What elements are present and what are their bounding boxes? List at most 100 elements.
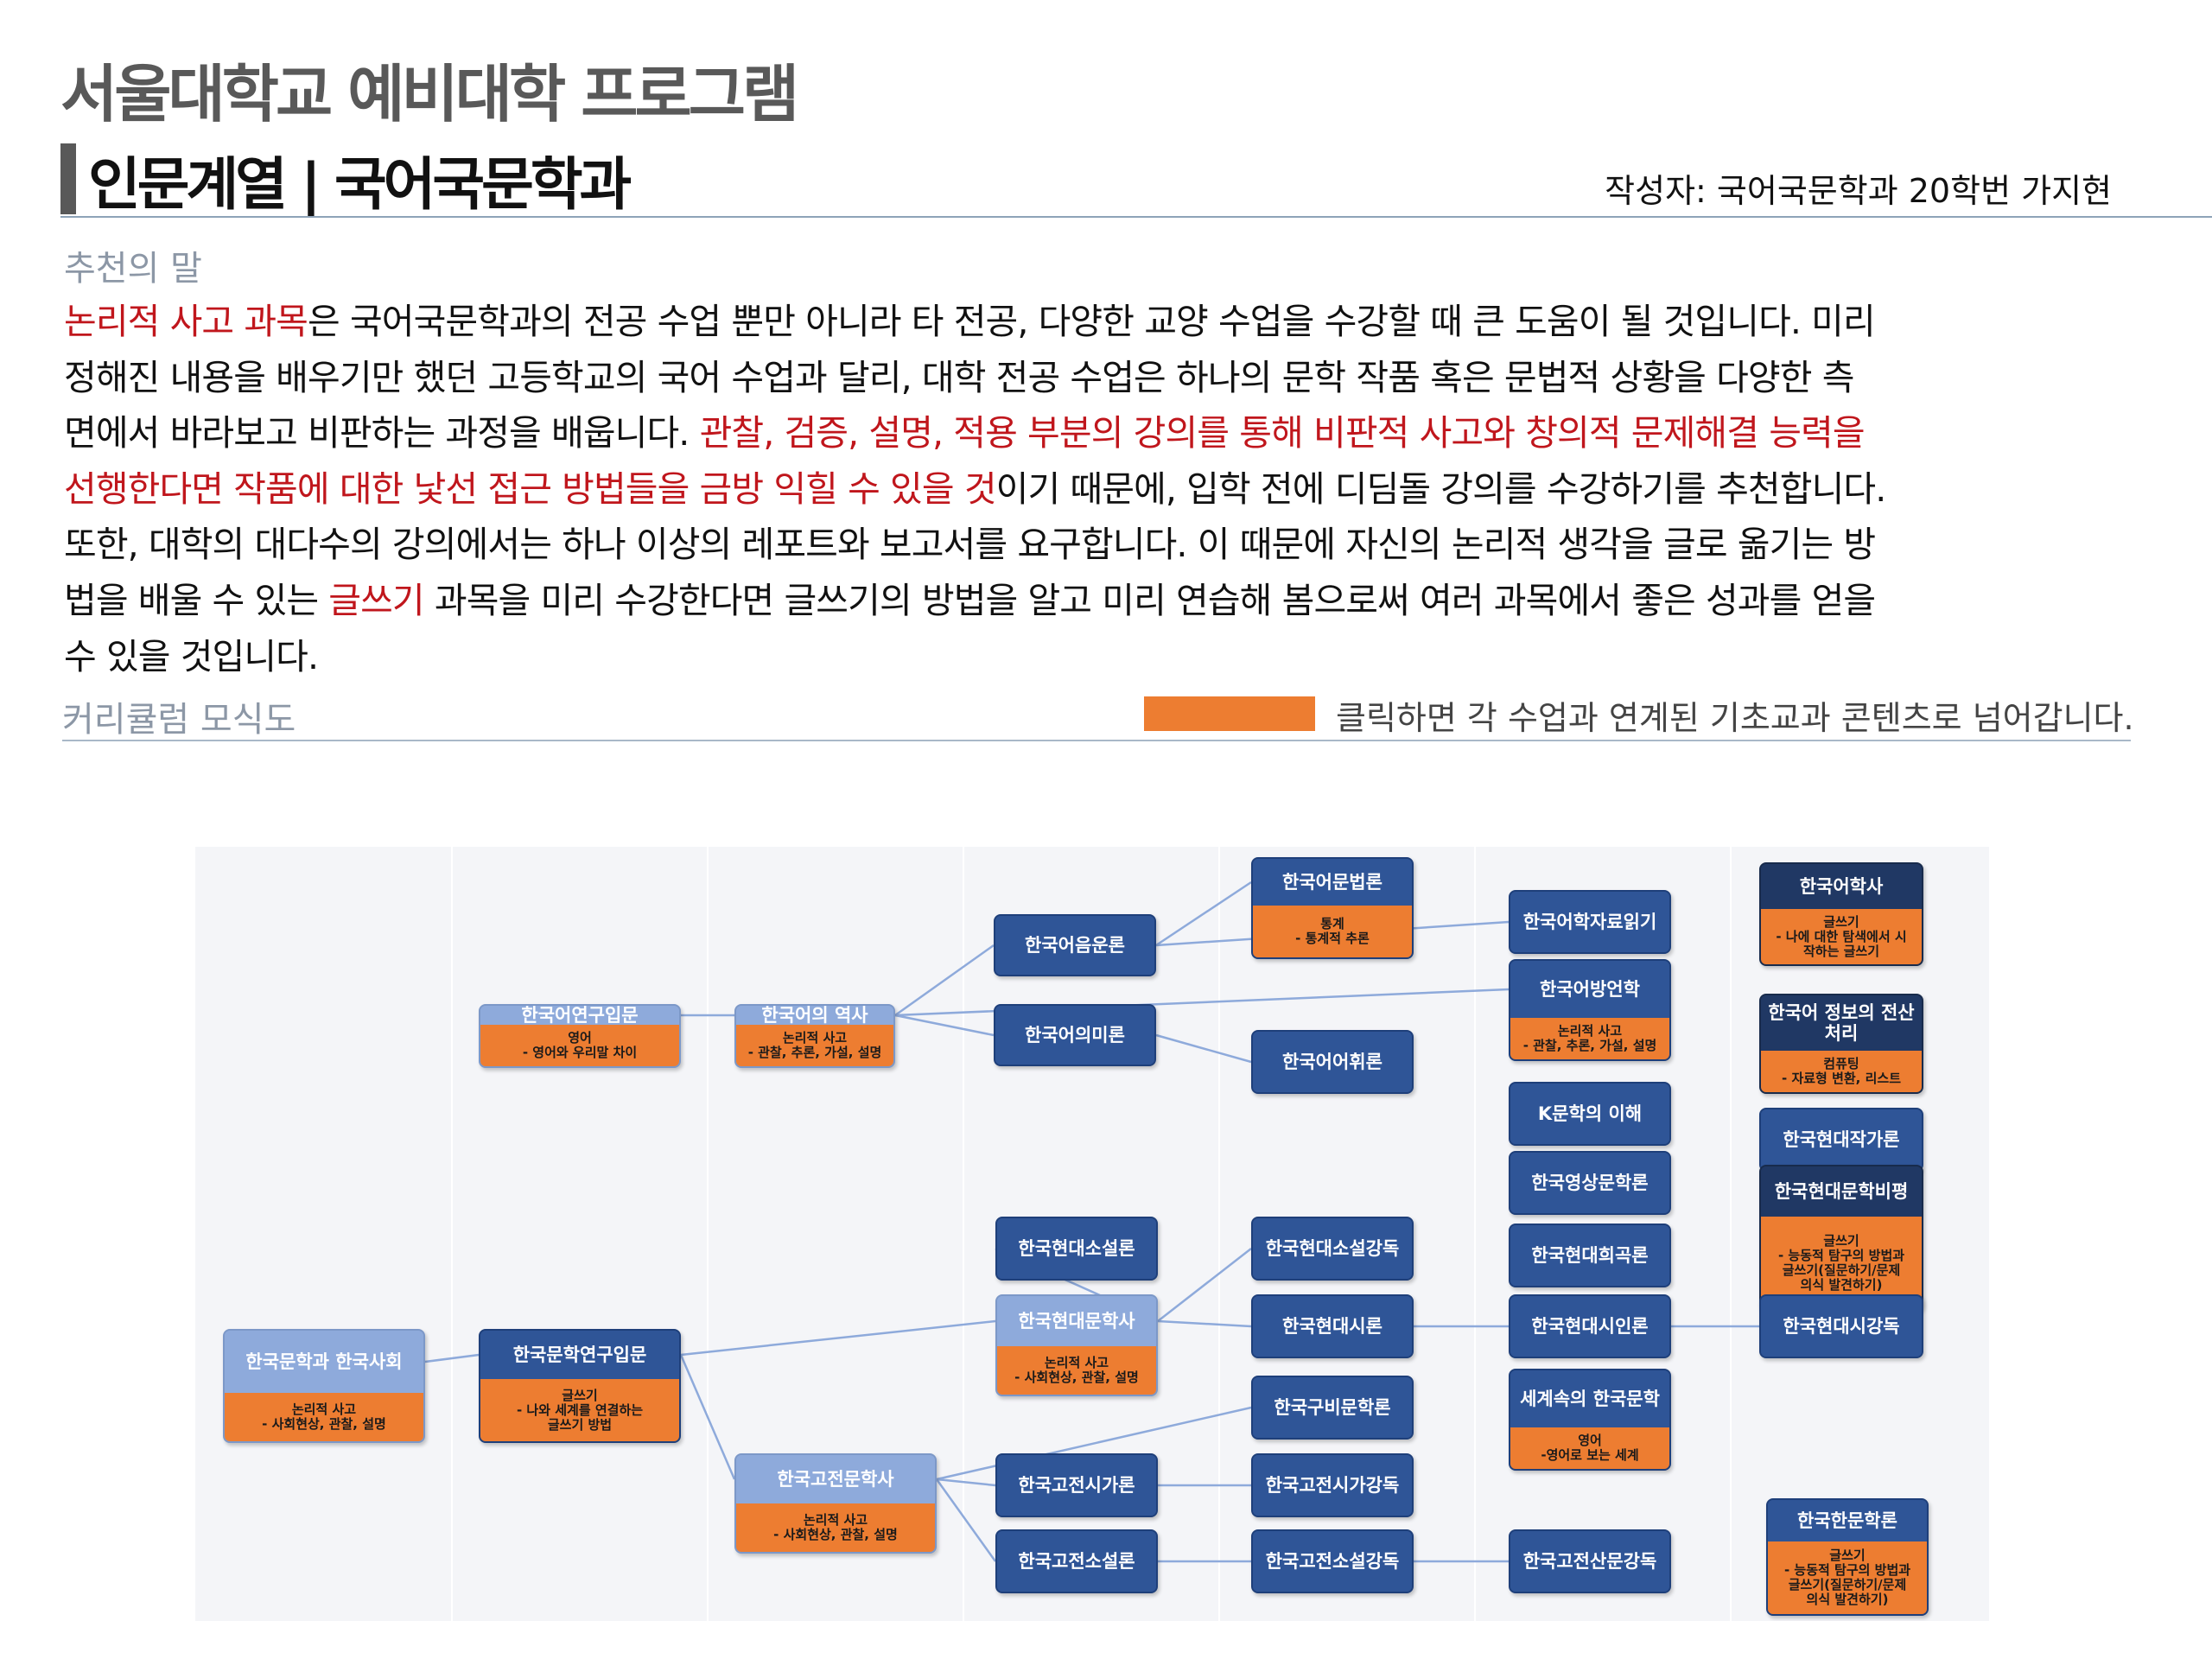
linked-foundation-course[interactable]: 논리적 사고- 사회현상, 관찰, 설명 [225, 1393, 423, 1441]
course-title: 한국고전시가강독 [1253, 1455, 1412, 1516]
course-title: 한국현대소설강독 [1253, 1218, 1412, 1279]
course-node[interactable]: 한국현대작가론 [1759, 1108, 1923, 1172]
recommendation-line: 면에서 바라보고 비판하는 과정을 배웁니다. 관찰, 검증, 설명, 적용 부… [64, 405, 2172, 461]
linked-foundation-course[interactable]: 논리적 사고- 사회현상, 관찰, 설명 [997, 1346, 1156, 1395]
foundation-course-line: - 능동적 탐구의 방법과 [1777, 1248, 1905, 1263]
body-text: 과목을 미리 수강한다면 글쓰기의 방법을 알고 미리 연습해 봄으로써 여러 … [423, 579, 1876, 621]
course-node[interactable]: 한국현대시론 [1251, 1294, 1414, 1358]
diagram-link [894, 988, 1510, 1017]
foundation-course-line: 글쓰기 방법 [547, 1416, 613, 1433]
course-node[interactable]: 한국어의미론 [994, 1004, 1156, 1066]
column-separator [1218, 847, 1220, 1621]
linked-foundation-course[interactable]: 논리적 사고- 관찰, 추론, 가설, 설명 [1510, 1018, 1669, 1059]
course-title: 한국고전소설론 [997, 1531, 1156, 1592]
course-node[interactable]: 한국고전산문강독 [1509, 1529, 1671, 1593]
highlighted-phrase: 글쓰기 [328, 579, 424, 621]
course-title: 한국어의미론 [995, 1006, 1154, 1065]
foundation-course-line: 논리적 사고 [1557, 1023, 1623, 1039]
page-subtitle: 인문계열 | 국어국문학과 [88, 151, 632, 218]
foundation-course-line: 통계 [1320, 916, 1344, 931]
page-title: 서울대학교 예비대학 프로그램 [60, 58, 799, 130]
linked-foundation-course[interactable]: 컴퓨팅- 자료형 변환, 리스트 [1761, 1051, 1922, 1092]
column-separator [963, 847, 964, 1621]
foundation-course-line: 글쓰기(질문하기/문제 [1782, 1262, 1901, 1278]
course-node[interactable]: 한국고전시가론 [995, 1453, 1158, 1517]
course-node[interactable]: 한국어어휘론 [1251, 1030, 1414, 1094]
course-title: 한국어어휘론 [1253, 1032, 1412, 1092]
course-node[interactable]: 한국고전소설론 [995, 1529, 1158, 1593]
body-text: 면에서 바라보고 비판하는 과정을 배웁니다. [64, 412, 700, 454]
highlighted-phrase: 관찰, 검증, 설명, 적용 부분의 강의를 통해 비판적 사고와 창의적 문제… [699, 412, 1866, 454]
body-text: 수 있을 것입니다. [64, 635, 319, 677]
foundation-course-line: 글쓰기 [1823, 913, 1859, 930]
course-node[interactable]: 한국고전시가강독 [1251, 1453, 1414, 1517]
course-node[interactable]: 한국고전소설강독 [1251, 1529, 1414, 1593]
course-node[interactable]: 한국현대시강독 [1759, 1294, 1923, 1358]
course-node[interactable]: 한국구비문학론 [1251, 1376, 1414, 1440]
course-node[interactable]: 한국어음운론 [994, 914, 1156, 976]
course-title: 한국현대문학비평 [1761, 1166, 1922, 1217]
diagram-link [894, 944, 995, 1017]
foundation-course-line: 의식 발견하기) [1800, 1277, 1883, 1293]
foundation-course-line: 작하는 글쓰기 [1802, 943, 1880, 959]
course-title: 한국한문학론 [1768, 1500, 1927, 1541]
course-title: 한국어 정보의 전산처리 [1761, 995, 1922, 1051]
course-title: 한국현대문학사 [997, 1296, 1156, 1346]
course-node[interactable]: 한국현대소설강독 [1251, 1217, 1414, 1281]
legend-swatch [1144, 696, 1315, 731]
course-node[interactable]: 한국현대소설론 [995, 1217, 1158, 1281]
course-title: 한국어의 역사 [736, 1006, 893, 1026]
course-title: 한국고전산문강독 [1510, 1531, 1669, 1592]
body-text: 이기 때문에, 입학 전에 디딤돌 강의를 수강하기를 추천합니다. [995, 467, 1887, 510]
course-node[interactable]: 한국현대시인론 [1509, 1294, 1671, 1358]
foundation-course-line: - 나에 대한 탐색에서 시 [1776, 928, 1907, 944]
course-node[interactable]: 한국현대희곡론 [1509, 1224, 1671, 1287]
curriculum-divider [62, 740, 2131, 741]
foundation-course-line: 논리적 사고 [782, 1030, 848, 1046]
foundation-course-line: 컴퓨팅 [1823, 1056, 1859, 1071]
course-title: 한국현대희곡론 [1510, 1225, 1669, 1286]
course-node[interactable]: 한국영상문학론 [1509, 1151, 1671, 1215]
course-node[interactable]: 한국어학자료읽기 [1509, 890, 1671, 954]
course-title: 한국어문법론 [1253, 859, 1412, 906]
foundation-course-line: - 관찰, 추론, 가설, 설명 [747, 1045, 882, 1060]
foundation-course-line: - 통계적 추론 [1295, 931, 1370, 946]
diagram-link [936, 1406, 1252, 1481]
linked-foundation-course[interactable]: 논리적 사고- 관찰, 추론, 가설, 설명 [736, 1025, 893, 1066]
course-title: K문학의 이해 [1510, 1084, 1669, 1144]
recommendation-line: 정해진 내용을 배우기만 했던 고등학교의 국어 수업과 달리, 대학 전공 수… [64, 350, 2172, 406]
foundation-course-line: 논리적 사고 [1044, 1355, 1109, 1370]
course-title: 한국영상문학론 [1510, 1153, 1669, 1213]
diagram-link [1155, 1033, 1252, 1064]
curriculum-heading: 커리큘럼 모식도 [62, 700, 296, 740]
course-title: 한국현대시론 [1253, 1296, 1412, 1357]
linked-foundation-course[interactable]: 논리적 사고- 사회현상, 관찰, 설명 [736, 1503, 935, 1552]
course-title: 한국고전문학사 [736, 1455, 935, 1503]
course-title: 한국현대시강독 [1761, 1296, 1922, 1357]
course-title: 한국구비문학론 [1253, 1377, 1412, 1438]
course-title: 한국문학과 한국사회 [225, 1331, 423, 1393]
linked-foundation-course[interactable]: 통계- 통계적 추론 [1253, 906, 1412, 957]
course-node[interactable]: K문학의 이해 [1509, 1082, 1671, 1146]
foundation-course-line: - 사회현상, 관찰, 설명 [262, 1416, 386, 1432]
course-title: 한국고전시가론 [997, 1455, 1156, 1516]
linked-foundation-course[interactable]: 영어- 영어와 우리말 차이 [480, 1025, 679, 1066]
linked-foundation-course[interactable]: 영어-영어로 보는 세계 [1510, 1427, 1669, 1469]
